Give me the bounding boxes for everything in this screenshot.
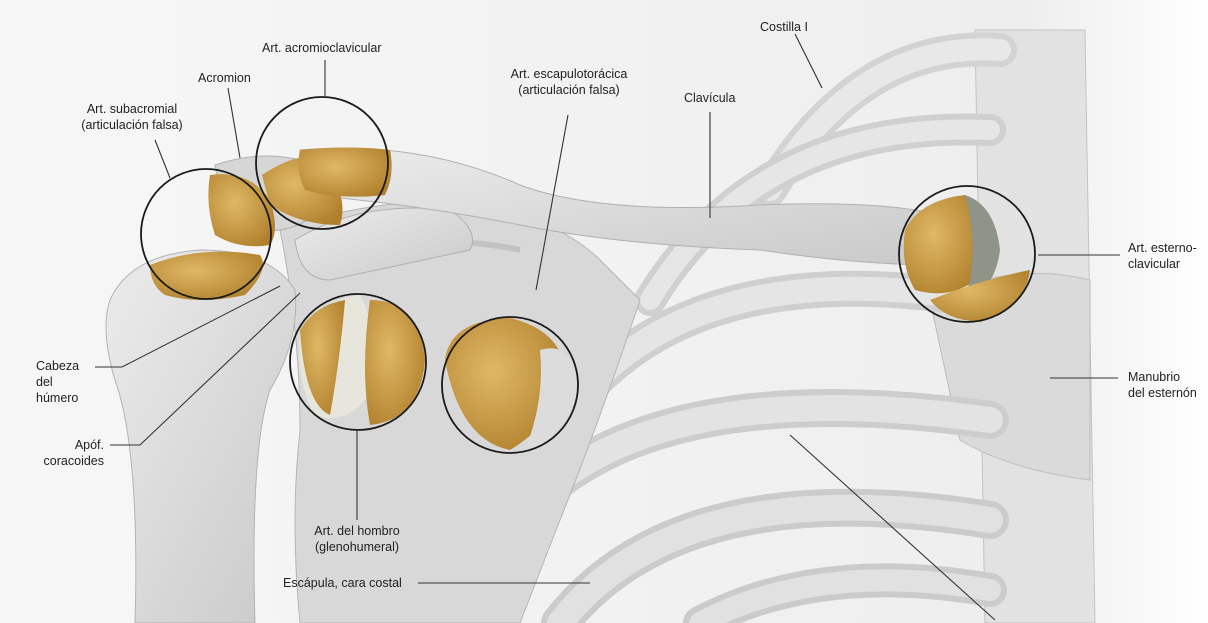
label-escapula: Escápula, cara costal bbox=[283, 575, 402, 591]
label-subacromial: Art. subacromial (articulación falsa) bbox=[62, 101, 202, 133]
label-manubrio-line2: del esternón bbox=[1128, 385, 1197, 401]
label-cabeza-line3: húmero bbox=[36, 390, 79, 406]
label-esternoclavicular: Art. esterno- clavicular bbox=[1128, 240, 1197, 272]
label-escapulotoracica-line1: Art. escapulotorácica bbox=[494, 66, 644, 82]
label-esternoclavicular-line1: Art. esterno- bbox=[1128, 240, 1197, 256]
label-hombro-line1: Art. del hombro bbox=[292, 523, 422, 539]
label-hombro: Art. del hombro (glenohumeral) bbox=[292, 523, 422, 555]
label-acromion: Acromion bbox=[198, 70, 251, 86]
label-manubrio: Manubrio del esternón bbox=[1128, 369, 1197, 401]
label-cabeza-line2: del bbox=[36, 374, 79, 390]
label-acromioclavicular: Art. acromioclavicular bbox=[262, 40, 381, 56]
label-clavicula: Clavícula bbox=[684, 90, 735, 106]
label-esternoclavicular-line2: clavicular bbox=[1128, 256, 1197, 272]
label-subacromial-line1: Art. subacromial bbox=[62, 101, 202, 117]
label-hombro-line2: (glenohumeral) bbox=[292, 539, 422, 555]
label-escapulotoracica: Art. escapulotorácica (articulación fals… bbox=[494, 66, 644, 98]
label-coracoides-line2: coracoides bbox=[40, 453, 104, 469]
label-manubrio-line1: Manubrio bbox=[1128, 369, 1197, 385]
label-cabeza-humero: Cabeza del húmero bbox=[36, 358, 79, 406]
label-cabeza-line1: Cabeza bbox=[36, 358, 79, 374]
label-subacromial-line2: (articulación falsa) bbox=[62, 117, 202, 133]
label-costilla: Costilla I bbox=[760, 19, 808, 35]
label-coracoides: Apóf. coracoides bbox=[40, 437, 104, 469]
label-escapulotoracica-line2: (articulación falsa) bbox=[494, 82, 644, 98]
label-coracoides-line1: Apóf. bbox=[40, 437, 104, 453]
